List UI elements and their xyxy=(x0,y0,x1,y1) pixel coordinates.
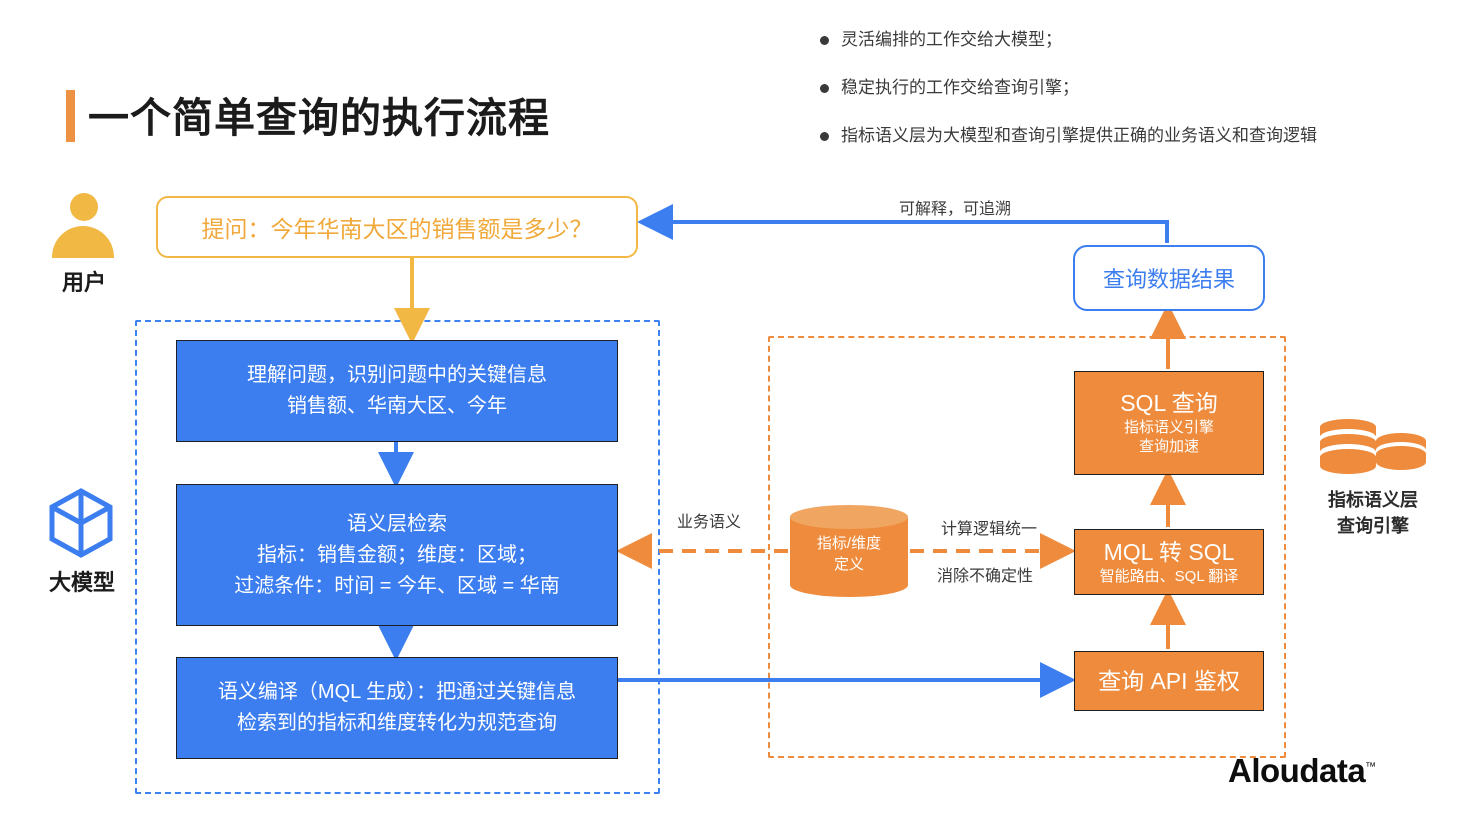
llm-label: 大模型 xyxy=(48,570,115,595)
bullet-dot-icon xyxy=(820,131,829,141)
step-line: 语义编译（MQL 生成）：把通过关键信息 xyxy=(217,681,577,703)
bullet-item: 指标语义层为大模型和查询引擎提供正确的业务语义和查询逻辑 xyxy=(820,124,1440,148)
user-icon xyxy=(70,193,98,221)
bullet-dot-icon xyxy=(820,36,829,45)
question-text: 提问：今年华南大区的销售额是多少？ xyxy=(201,216,593,242)
bullet-text: 稳定执行的工作交给查询引擎； xyxy=(841,77,1079,97)
step-title: MQL 转 SQL xyxy=(1103,538,1235,565)
edge-label-traceable: 可解释，可追溯 xyxy=(899,201,1012,218)
step-line: 销售额、华南大区、今年 xyxy=(287,395,507,417)
step-semantic-compile: 语义编译（MQL 生成）：把通过关键信息 检索到的指标和维度转化为规范查询 xyxy=(176,657,618,759)
bullet-list: 灵活编排的工作交给大模型； 稳定执行的工作交给查询引擎； 指标语义层为大模型和查… xyxy=(820,28,1440,171)
step-subtitle: 智能路由、SQL 翻译 xyxy=(1099,567,1239,585)
step-mql-to-sql: MQL 转 SQL 智能路由、SQL 翻译 xyxy=(1074,529,1264,595)
step-api-auth: 查询 API 鉴权 xyxy=(1074,651,1264,711)
edge-label-unified-calc: 计算逻辑统一 xyxy=(941,521,1038,538)
step-title: SQL 查询 xyxy=(1120,390,1218,417)
brand-logo: Aloudata™ xyxy=(1228,752,1376,790)
engine-label-line2: 查询引擎 xyxy=(1337,516,1409,537)
bullet-text: 灵活编排的工作交给大模型； xyxy=(841,30,1062,49)
trademark-symbol: ™ xyxy=(1365,761,1376,773)
step-subtitle: 指标语义引擎 xyxy=(1123,418,1214,436)
edge-label-business-semantics: 业务语义 xyxy=(677,514,742,531)
cylinder-label: 指标/维度 定义 xyxy=(790,533,908,575)
user-label: 用户 xyxy=(61,270,106,295)
brand-name: Aloudata xyxy=(1228,752,1366,789)
result-bubble: 查询数据结果 xyxy=(1073,245,1265,311)
step-understand-question: 理解问题，识别问题中的关键信息 销售额、华南大区、今年 xyxy=(176,340,618,442)
engine-label-line1: 指标语义层 xyxy=(1328,490,1418,510)
edge-label-remove-uncertainty: 消除不确定性 xyxy=(937,568,1034,585)
step-line: 检索到的指标和维度转化为规范查询 xyxy=(237,712,557,734)
engine-label: 指标语义层 查询引擎 xyxy=(1288,487,1458,539)
bullet-text: 指标语义层为大模型和查询引擎提供正确的业务语义和查询逻辑 xyxy=(841,125,1317,145)
question-bubble: 提问：今年华南大区的销售额是多少？ xyxy=(156,196,638,258)
cube-icon xyxy=(49,488,113,558)
step-semantic-retrieval: 语义层检索 指标：销售金额；维度：区域； 过滤条件：时间 = 今年、区域 = 华… xyxy=(176,484,618,626)
user-icon-body xyxy=(52,226,114,258)
title-accent-bar xyxy=(66,90,75,142)
database-icon xyxy=(1320,419,1426,474)
engine-region-boundary xyxy=(768,336,1286,758)
step-title: 查询 API 鉴权 xyxy=(1098,667,1240,694)
cylinder-top xyxy=(790,505,908,529)
step-line: 过滤条件：时间 = 今年、区域 = 华南 xyxy=(234,574,560,597)
page-title: 一个简单查询的执行流程 xyxy=(88,95,550,141)
bullet-item: 灵活编排的工作交给大模型； xyxy=(820,28,1440,52)
bullet-dot-icon xyxy=(820,83,829,93)
semantic-definition-store: 指标/维度 定义 xyxy=(790,505,908,597)
step-line: 指标：销售金额；维度：区域； xyxy=(257,543,537,566)
step-line: 语义层检索 xyxy=(347,512,447,535)
cylinder-label-line1: 指标/维度 xyxy=(816,535,882,552)
step-subtitle: 查询加速 xyxy=(1138,438,1199,456)
cylinder-label-line2: 定义 xyxy=(833,556,864,573)
result-text: 查询数据结果 xyxy=(1102,267,1235,292)
step-line: 理解问题，识别问题中的关键信息 xyxy=(247,364,547,386)
step-sql-query: SQL 查询 指标语义引擎 查询加速 xyxy=(1074,371,1264,475)
bullet-item: 稳定执行的工作交给查询引擎； xyxy=(820,76,1440,100)
